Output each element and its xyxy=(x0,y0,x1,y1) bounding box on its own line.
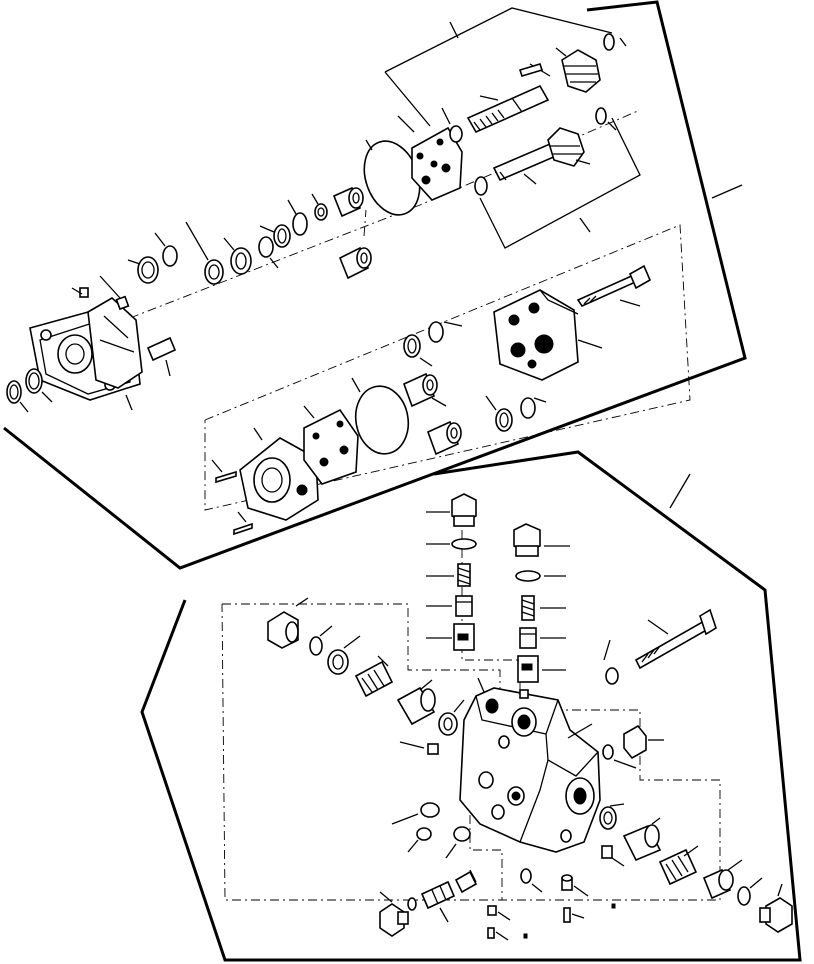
valve-plug-bottom-right xyxy=(759,883,793,933)
drive-shaft-upper xyxy=(441,63,551,143)
gear-group-bracket-lower xyxy=(479,117,641,249)
valve-o-ring-right-1 xyxy=(603,639,619,685)
upper-axis-bearing-1 xyxy=(223,237,252,275)
upper-axis-seal-ring-2 xyxy=(185,221,224,285)
valve-o-ring-right-2 xyxy=(602,744,637,769)
valve-pin-small-2 xyxy=(487,927,509,941)
gear-group-leader-bottom xyxy=(579,217,591,233)
upper-gear-retaining-ring xyxy=(603,33,627,51)
lower-seal-ring-1 xyxy=(403,334,433,367)
upper-axis-o-ring-3 xyxy=(287,199,308,236)
driven-shaft-lower xyxy=(474,142,558,196)
lower-bushing-2 xyxy=(426,420,462,456)
valve-poppet-4 xyxy=(517,655,566,683)
valve-spool-right xyxy=(622,817,662,862)
dowel-pin-2 xyxy=(233,511,253,536)
valve-plug-top-right xyxy=(513,523,570,557)
upper-axis-seal-ring-3 xyxy=(259,224,291,248)
pump-frame-leader xyxy=(711,184,743,199)
valve-seat-left xyxy=(327,635,361,675)
valve-o-ring-lower-left-3 xyxy=(445,826,471,859)
upper-axis-seal-ring-1 xyxy=(127,256,159,284)
valve-spring-right xyxy=(658,845,699,886)
valve-pin-mark xyxy=(523,903,616,939)
valve-retainer-right xyxy=(702,859,743,900)
valve-o-ring-lower-left-2 xyxy=(407,827,432,853)
valve-spring-lower-left xyxy=(454,869,478,894)
valve-spool-left xyxy=(396,679,436,726)
valve-frame-leader xyxy=(669,473,691,509)
valve-pin-small-1 xyxy=(487,905,511,921)
valve-long-bolt xyxy=(634,608,717,670)
valve-fitting-right xyxy=(623,724,664,760)
valve-o-ring-lower-left-4 xyxy=(407,897,417,911)
valve-seat-right xyxy=(599,803,625,830)
pump-frame-outline xyxy=(3,0,747,570)
valve-spool-lower-left xyxy=(420,880,456,923)
pump-cover-hub xyxy=(87,297,143,389)
cover-screws xyxy=(71,275,177,377)
gear-group-bracket xyxy=(384,7,613,73)
valve-plug-bottom-left xyxy=(379,891,409,937)
driven-gear-lower xyxy=(547,127,591,167)
valve-poppet-3 xyxy=(519,627,566,649)
valve-o-ring-1 xyxy=(426,538,477,550)
valve-cap-left xyxy=(438,699,465,736)
valve-poppet-2 xyxy=(426,623,475,651)
pump-wear-plate-upper xyxy=(397,115,463,201)
valve-check-ball xyxy=(399,741,439,755)
gear-group-bracket-upper xyxy=(384,71,431,127)
valve-assembly xyxy=(140,450,802,962)
lower-gear-retaining-ring xyxy=(595,107,617,131)
upper-axis-bushing xyxy=(332,186,364,218)
upper-axis-bushing-lower xyxy=(338,209,372,280)
valve-plug-top-left xyxy=(426,493,477,527)
valve-o-ring-lower-left-1 xyxy=(391,802,440,825)
valve-plunger-lower-mid xyxy=(561,874,589,897)
pump-rear-cover xyxy=(239,427,319,521)
lower-seal-ring-2 xyxy=(485,395,513,432)
pump-gear-housing xyxy=(493,289,603,381)
dowel-pin-1 xyxy=(211,459,237,484)
pump-assembly xyxy=(3,0,747,570)
valve-frame-outline xyxy=(140,450,802,962)
valve-plunger-small xyxy=(601,845,625,867)
pump-gasket-ring-lower xyxy=(351,377,410,455)
upper-axis-o-ring-1 xyxy=(154,232,178,267)
front-seal-rings xyxy=(6,368,53,413)
gear-group-leader-top xyxy=(449,21,459,39)
pump-axis-lower xyxy=(204,224,691,511)
valve-spring-1 xyxy=(426,563,471,587)
pump-wear-plate-lower xyxy=(303,405,359,485)
valve-o-ring-lower-mid xyxy=(520,868,543,893)
valve-body xyxy=(459,677,601,853)
pump-long-bolt xyxy=(576,264,652,308)
valve-o-ring-2 xyxy=(515,570,566,582)
valve-spring-left xyxy=(354,655,394,698)
valve-screw-lower-mid xyxy=(563,907,585,923)
valve-spring-2 xyxy=(521,595,566,621)
lower-o-ring-1 xyxy=(428,321,463,343)
lower-bushing-1 xyxy=(402,372,447,408)
lower-o-ring-2 xyxy=(520,397,547,419)
valve-poppet-1 xyxy=(426,595,473,617)
valve-o-ring-right-3 xyxy=(737,877,763,906)
valve-group-outline xyxy=(221,603,721,901)
valve-o-ring-left-1 xyxy=(309,625,333,656)
upper-axis-o-ring-2 xyxy=(258,236,279,269)
upper-axis-washer xyxy=(311,193,328,221)
drive-gear-upper xyxy=(555,47,601,93)
valve-fitting-left xyxy=(267,597,309,649)
